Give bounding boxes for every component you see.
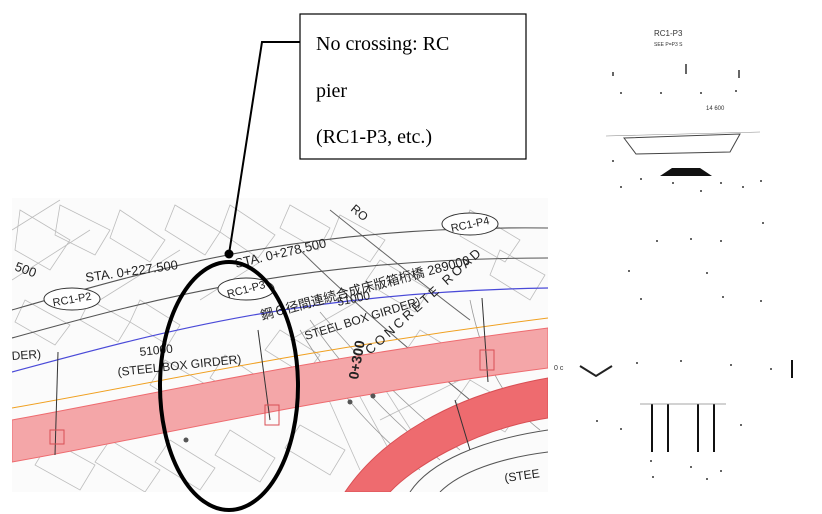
plan-drawing: RC1-P2 RC1-P3 RC1-P4 STA. 0+278.500 STA.… [11, 198, 548, 492]
curve-edge [409, 429, 548, 492]
road-edge-upper [329, 209, 471, 321]
pier-markers [49, 349, 495, 445]
detail-dimension: 14 600 [706, 106, 725, 112]
callout-box: No crossing: RC pier (RC1-P3, etc.) [299, 13, 527, 160]
detail-arrow-marker [579, 365, 613, 378]
curve-edge-inner [439, 451, 548, 492]
pier-detail-drawing: RC1-P3 SEE P=P3 S 14 600 0 c [554, 29, 793, 480]
callout-frame [299, 13, 527, 160]
station-label-partial: 500 [13, 259, 39, 281]
girder-label-left-partial: DER) [11, 347, 41, 363]
span-label-upper: 51000 [336, 288, 372, 309]
detail-axis-label: 0 c [554, 365, 564, 372]
detail-speckle-dots [596, 64, 772, 480]
detail-title: RC1-P3 [654, 29, 683, 38]
road-band-straight [12, 327, 548, 463]
station-dots [183, 393, 376, 443]
orange-line [12, 317, 548, 409]
pier-tag-p3: RC1-P3 [217, 277, 275, 301]
girder-label-right-partial: (STEE [503, 466, 540, 485]
detail-bearing [660, 168, 712, 176]
pier-tag-p2: RC1-P2 [43, 287, 101, 311]
pier-tag-p4: RC1-P4 [441, 212, 499, 236]
detail-pier-columns [651, 404, 715, 452]
road-band-curve [344, 377, 548, 492]
highlight-ellipse [158, 260, 300, 512]
alignment-blue-line [12, 287, 548, 373]
detail-subtitle: SEE P=P3 S [654, 42, 683, 48]
chainage-label: 0+300 [345, 339, 368, 381]
callout-line-2: pier [316, 80, 347, 102]
callout-leader-line [228, 41, 300, 255]
callout-line-3: (RC1-P3, etc.) [316, 126, 432, 148]
detail-pier-cap [623, 133, 741, 155]
detail-deck-line [605, 131, 761, 137]
callout-line-1: No crossing: RC [316, 33, 449, 55]
callout-leader-dot [224, 249, 234, 259]
